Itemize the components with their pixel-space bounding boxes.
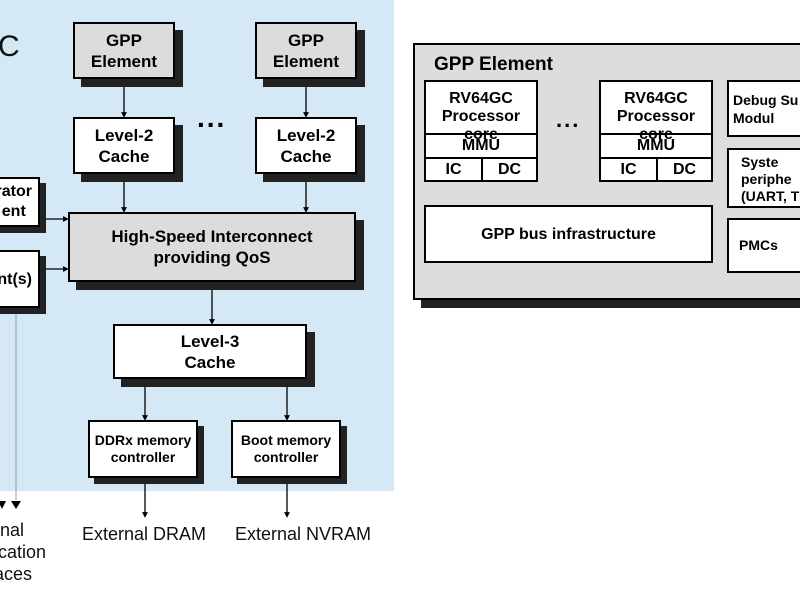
- soc-title: C: [0, 30, 20, 63]
- external-communication-interfaces-label: rnal ication aces: [0, 520, 47, 584]
- pmcs: PMCs: [727, 218, 800, 273]
- processor-core-2-title: RV64GC Processor core: [616, 90, 696, 143]
- peripheral-elements: nt(s): [0, 250, 40, 308]
- processor-core-1-caches: IC DC: [426, 157, 536, 180]
- gpp-ellipsis: ...: [197, 102, 227, 133]
- external-dram-label: External DRAM: [82, 524, 207, 544]
- processor-core-2-caches: IC DC: [601, 157, 711, 180]
- high-speed-interconnect: High-Speed Interconnect providing QoS: [68, 212, 356, 282]
- level3-cache: Level-3 Cache: [113, 324, 307, 379]
- gpp-element-panel-title: GPP Element: [434, 54, 553, 75]
- gpp-element-left: GPP Element: [73, 22, 175, 79]
- accelerator-element: rator ent: [0, 177, 40, 227]
- processor-core-1-dc: DC: [497, 160, 522, 178]
- system-peripherals-label: Syste periphe (UART, Ti: [741, 154, 800, 204]
- processor-core-2-dc: DC: [672, 160, 697, 178]
- processor-core-1-ic: IC: [426, 159, 483, 180]
- ddrx-memory-controller: DDRx memory controller: [88, 420, 198, 478]
- external-nvram-label: External NVRAM: [235, 524, 372, 544]
- level2-cache-right: Level-2 Cache: [255, 117, 357, 174]
- core-ellipsis: ...: [556, 107, 581, 132]
- debug-support-module: Debug Su Modul: [727, 80, 800, 137]
- processor-core-2-mmu: MMU: [601, 133, 711, 159]
- processor-core-2-ic: IC: [601, 159, 658, 180]
- gpp-bus-infrastructure: GPP bus infrastructure: [424, 205, 713, 263]
- level2-cache-left: Level-2 Cache: [73, 117, 175, 174]
- system-peripherals: Syste periphe (UART, Ti: [727, 148, 800, 208]
- gpp-element-right: GPP Element: [255, 22, 357, 79]
- processor-core-2: RV64GC Processor core MMU IC DC: [599, 80, 713, 182]
- processor-core-1: RV64GC Processor core MMU IC DC: [424, 80, 538, 182]
- processor-core-1-mmu: MMU: [426, 133, 536, 159]
- boot-memory-controller: Boot memory controller: [231, 420, 341, 478]
